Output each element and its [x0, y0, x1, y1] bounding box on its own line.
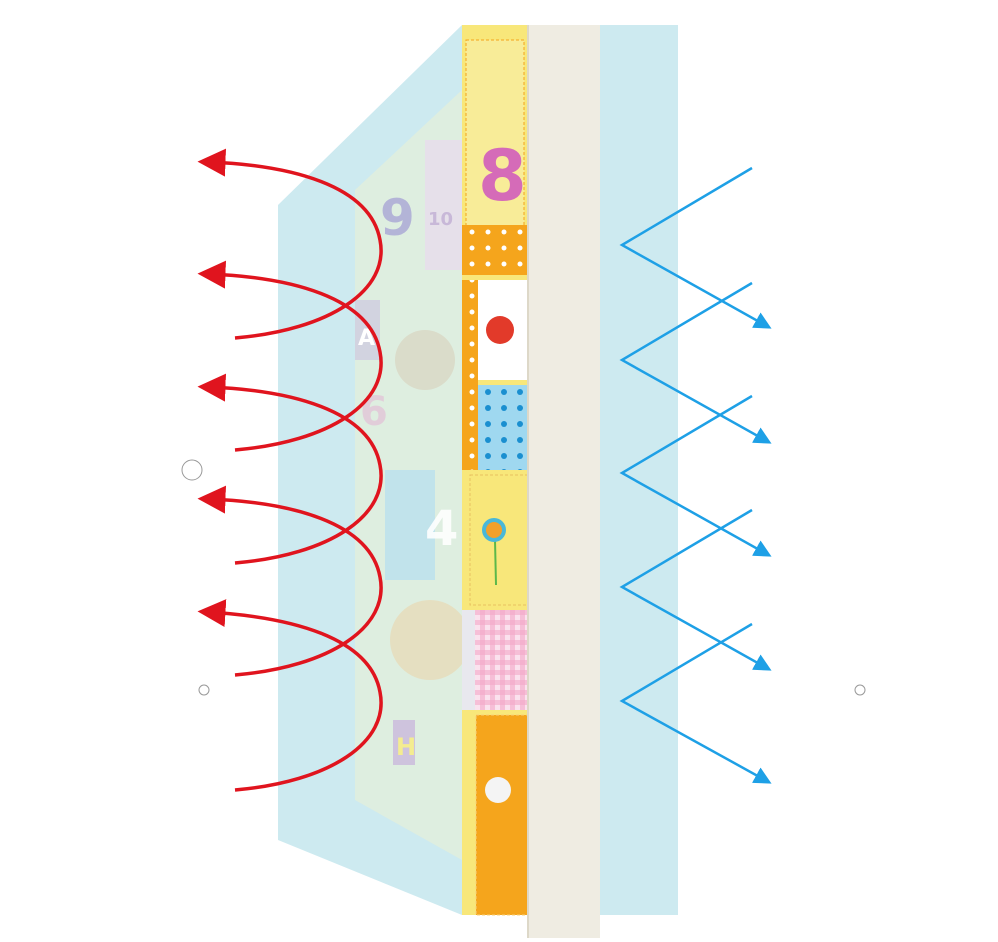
bear-illustration: [395, 330, 455, 390]
mat-print-face: 8: [462, 25, 529, 916]
blue-arrow-1: [619, 166, 772, 329]
fox-illustration: [486, 316, 514, 344]
decor-circle-right: [854, 684, 866, 696]
zebra-illustration: [485, 777, 511, 803]
mat-number-4: 4: [425, 501, 458, 557]
red-arrow-1: [197, 148, 383, 340]
blue-arrow-4: [619, 508, 772, 671]
decor-circle-left: [198, 684, 210, 696]
mat-number-8: 8: [478, 135, 527, 217]
blue-arrow-3: [619, 394, 772, 557]
mat-letter-h: H: [396, 733, 416, 761]
red-arrow-4: [197, 485, 383, 677]
red-arrow-5: [197, 599, 383, 792]
blue-arrow-2: [619, 281, 772, 444]
blue-arrow-5: [619, 622, 772, 784]
right-glass-panel: [600, 25, 678, 915]
decor-circle-large: [181, 459, 203, 481]
flower-illustration: [482, 518, 506, 542]
red-arrow-3: [197, 373, 383, 565]
red-arrows: [197, 148, 383, 792]
red-arrow-2: [197, 260, 383, 452]
foam-core-layer: [528, 25, 600, 938]
left-glass-panel: 9 10 A 6 4 H: [278, 25, 470, 915]
lion-illustration: [390, 600, 470, 680]
mat-number-6: 6: [360, 389, 388, 435]
blue-arrows: [619, 166, 772, 784]
mat-number-9: 9: [380, 189, 415, 247]
mat-number-10: 10: [428, 209, 453, 230]
